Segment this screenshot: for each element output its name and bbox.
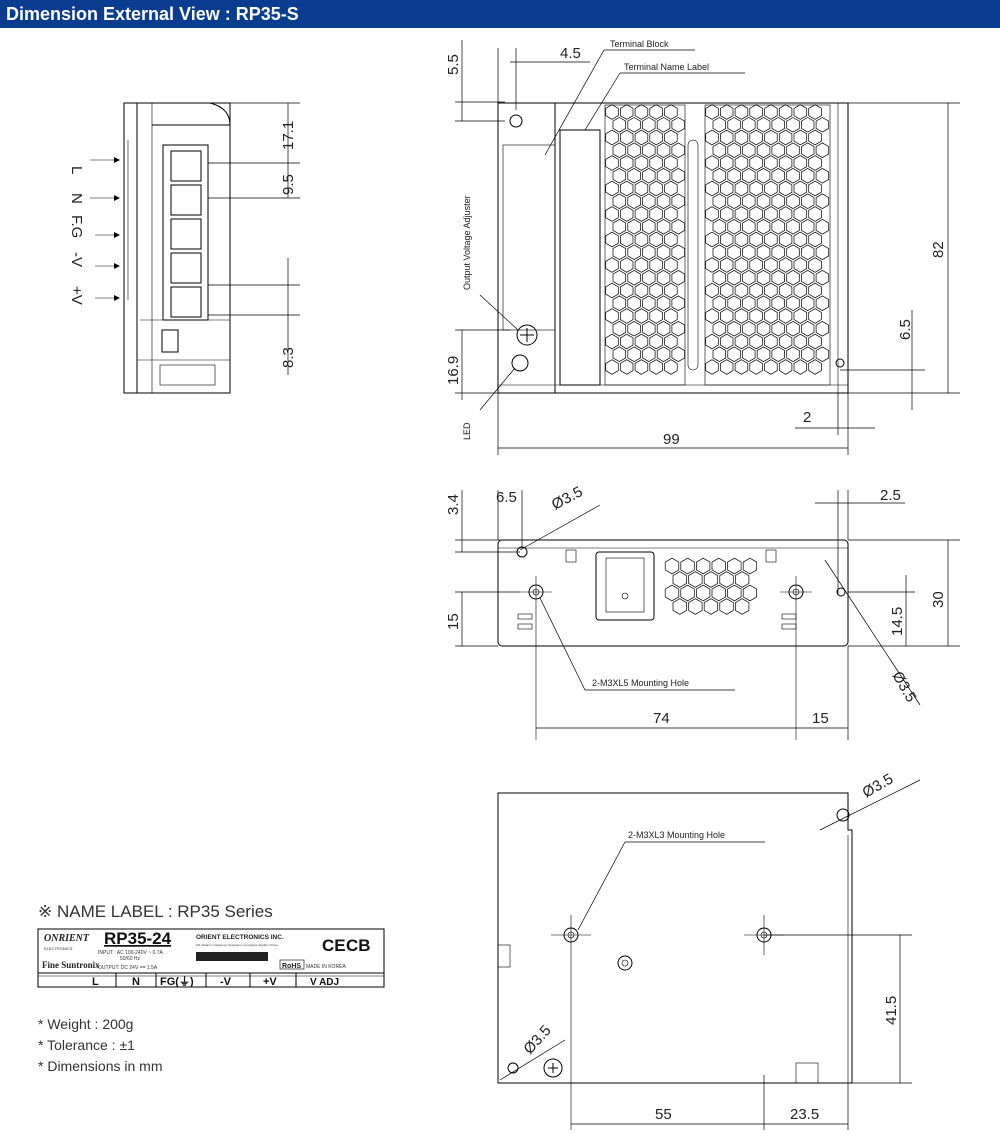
label-terminal-fg: FG(⏚)	[160, 975, 194, 988]
label-model: RP35-24	[104, 929, 172, 948]
front-dim-16-9: 16.9	[445, 356, 462, 385]
terminal-label-plus-v: +V	[68, 286, 85, 305]
label-brand: ONRIENT	[44, 933, 90, 944]
ventilation-hex-pattern	[605, 104, 830, 375]
label-address: 223, Gaksan-ro, Jungwon-gu, Seongnam-si,…	[196, 944, 278, 947]
front-dim-5-5: 5.5	[445, 54, 462, 75]
front-dim-4-5: 4.5	[560, 45, 581, 62]
led-icon	[511, 354, 529, 372]
front-dim-2: 2	[803, 409, 811, 426]
side-dim-17-1: 17.1	[280, 121, 297, 150]
callout-output-voltage-adjuster: Output Voltage Adjuster	[462, 195, 472, 290]
label-rohs: RoHS	[282, 963, 301, 970]
label-output: OUTPUT: DC 24V == 1.5A	[98, 965, 158, 971]
label-ce: CE	[322, 936, 346, 955]
label-cb: CB	[346, 936, 371, 955]
bottom-dim-15-right: 15	[812, 710, 829, 727]
bottom-mounting-hole-label: 2-M3XL5 Mounting Hole	[592, 678, 689, 688]
front-dim-82: 82	[930, 241, 947, 258]
side-view: L N F.G -V +V 17.1 9.5 8.3	[68, 102, 300, 394]
label-terminal-n: N	[132, 976, 140, 988]
rear-dim-hole-dia-bottom: Ø3.5	[520, 1022, 554, 1058]
terminal-label-minus-v: -V	[68, 252, 85, 267]
front-dim-6-5: 6.5	[897, 319, 914, 340]
label-terminal-v-adj: V ADJ	[310, 977, 339, 988]
voltage-adjuster-icon	[516, 324, 538, 346]
front-view: Terminal Block Terminal Name Label Outpu…	[445, 39, 960, 455]
bottom-dim-14-5: 14.5	[889, 607, 906, 636]
note-weight: * Weight : 200g	[38, 1016, 134, 1032]
terminal-label-fg: F.G	[68, 215, 85, 238]
page-title: Dimension External View : RP35-S	[0, 0, 1000, 28]
label-input: INPUT : AC 100-240V ~ 0.7A	[98, 950, 163, 956]
front-dim-99: 99	[663, 431, 680, 448]
bottom-view: 3.4 6.5 Ø3.5 2.5 30 14.5 15 Ø3.5 2-M3XL5…	[445, 483, 960, 740]
bottom-dim-2-5: 2.5	[880, 487, 901, 504]
label-brand-sub: ELECTRONICS	[44, 946, 73, 951]
dimension-drawing: L N F.G -V +V 17.1 9.5 8.3	[37, 39, 960, 1130]
name-label: ONRIENT ELECTRONICS Fine Suntronix RP35-…	[37, 928, 385, 988]
rear-dim-hole-dia-top: Ø3.5	[860, 770, 897, 801]
note-tolerance: * Tolerance : ±1	[38, 1037, 135, 1053]
notes: * Weight : 200g * Tolerance : ±1 * Dimen…	[38, 1014, 162, 1077]
rear-view: Ø3.5 2-M3XL3 Mounting Hole Ø3.5 41.5 55 …	[497, 770, 921, 1130]
note-dimensions: * Dimensions in mm	[38, 1058, 163, 1074]
label-made-in: MADE IN KOREA	[306, 964, 346, 970]
callout-terminal-name-label: Terminal Name Label	[624, 62, 709, 72]
bottom-vent-hex-pattern	[664, 557, 758, 615]
label-freq: 50/60 Hz	[120, 956, 141, 962]
bottom-dim-30: 30	[930, 591, 947, 608]
bottom-dim-hole-dia-1: Ø3.5	[549, 483, 586, 513]
bottom-dim-15-left: 15	[445, 613, 462, 630]
bottom-dim-hole-dia-2: Ø3.5	[889, 669, 920, 706]
bottom-dim-6-5: 6.5	[496, 489, 517, 506]
callout-terminal-block: Terminal Block	[610, 39, 669, 49]
rear-dim-41-5: 41.5	[883, 996, 900, 1025]
callout-led: LED	[462, 422, 472, 440]
terminal-label-n: N	[68, 193, 85, 204]
label-terminal-minus-v: -V	[220, 976, 232, 988]
rear-mounting-hole-label: 2-M3XL3 Mounting Hole	[628, 830, 725, 840]
label-terminal-l: L	[92, 976, 99, 988]
rear-dim-55: 55	[655, 1106, 672, 1123]
label-fine-suntronix: Fine Suntronix	[42, 960, 100, 970]
label-company: ORIENT ELECTRONICS INC.	[196, 934, 284, 941]
bottom-dim-74: 74	[653, 710, 670, 727]
side-dim-9-5: 9.5	[280, 174, 297, 195]
barcode	[196, 952, 268, 961]
label-terminal-plus-v: +V	[263, 976, 277, 988]
side-dim-8-3: 8.3	[280, 347, 297, 368]
terminal-labels: L N F.G -V +V	[68, 157, 120, 305]
terminal-label-l: L	[68, 166, 85, 174]
name-label-heading: ※ NAME LABEL : RP35 Series	[38, 902, 273, 921]
rear-dim-23-5: 23.5	[790, 1106, 819, 1123]
bottom-dim-3-4: 3.4	[445, 494, 462, 515]
